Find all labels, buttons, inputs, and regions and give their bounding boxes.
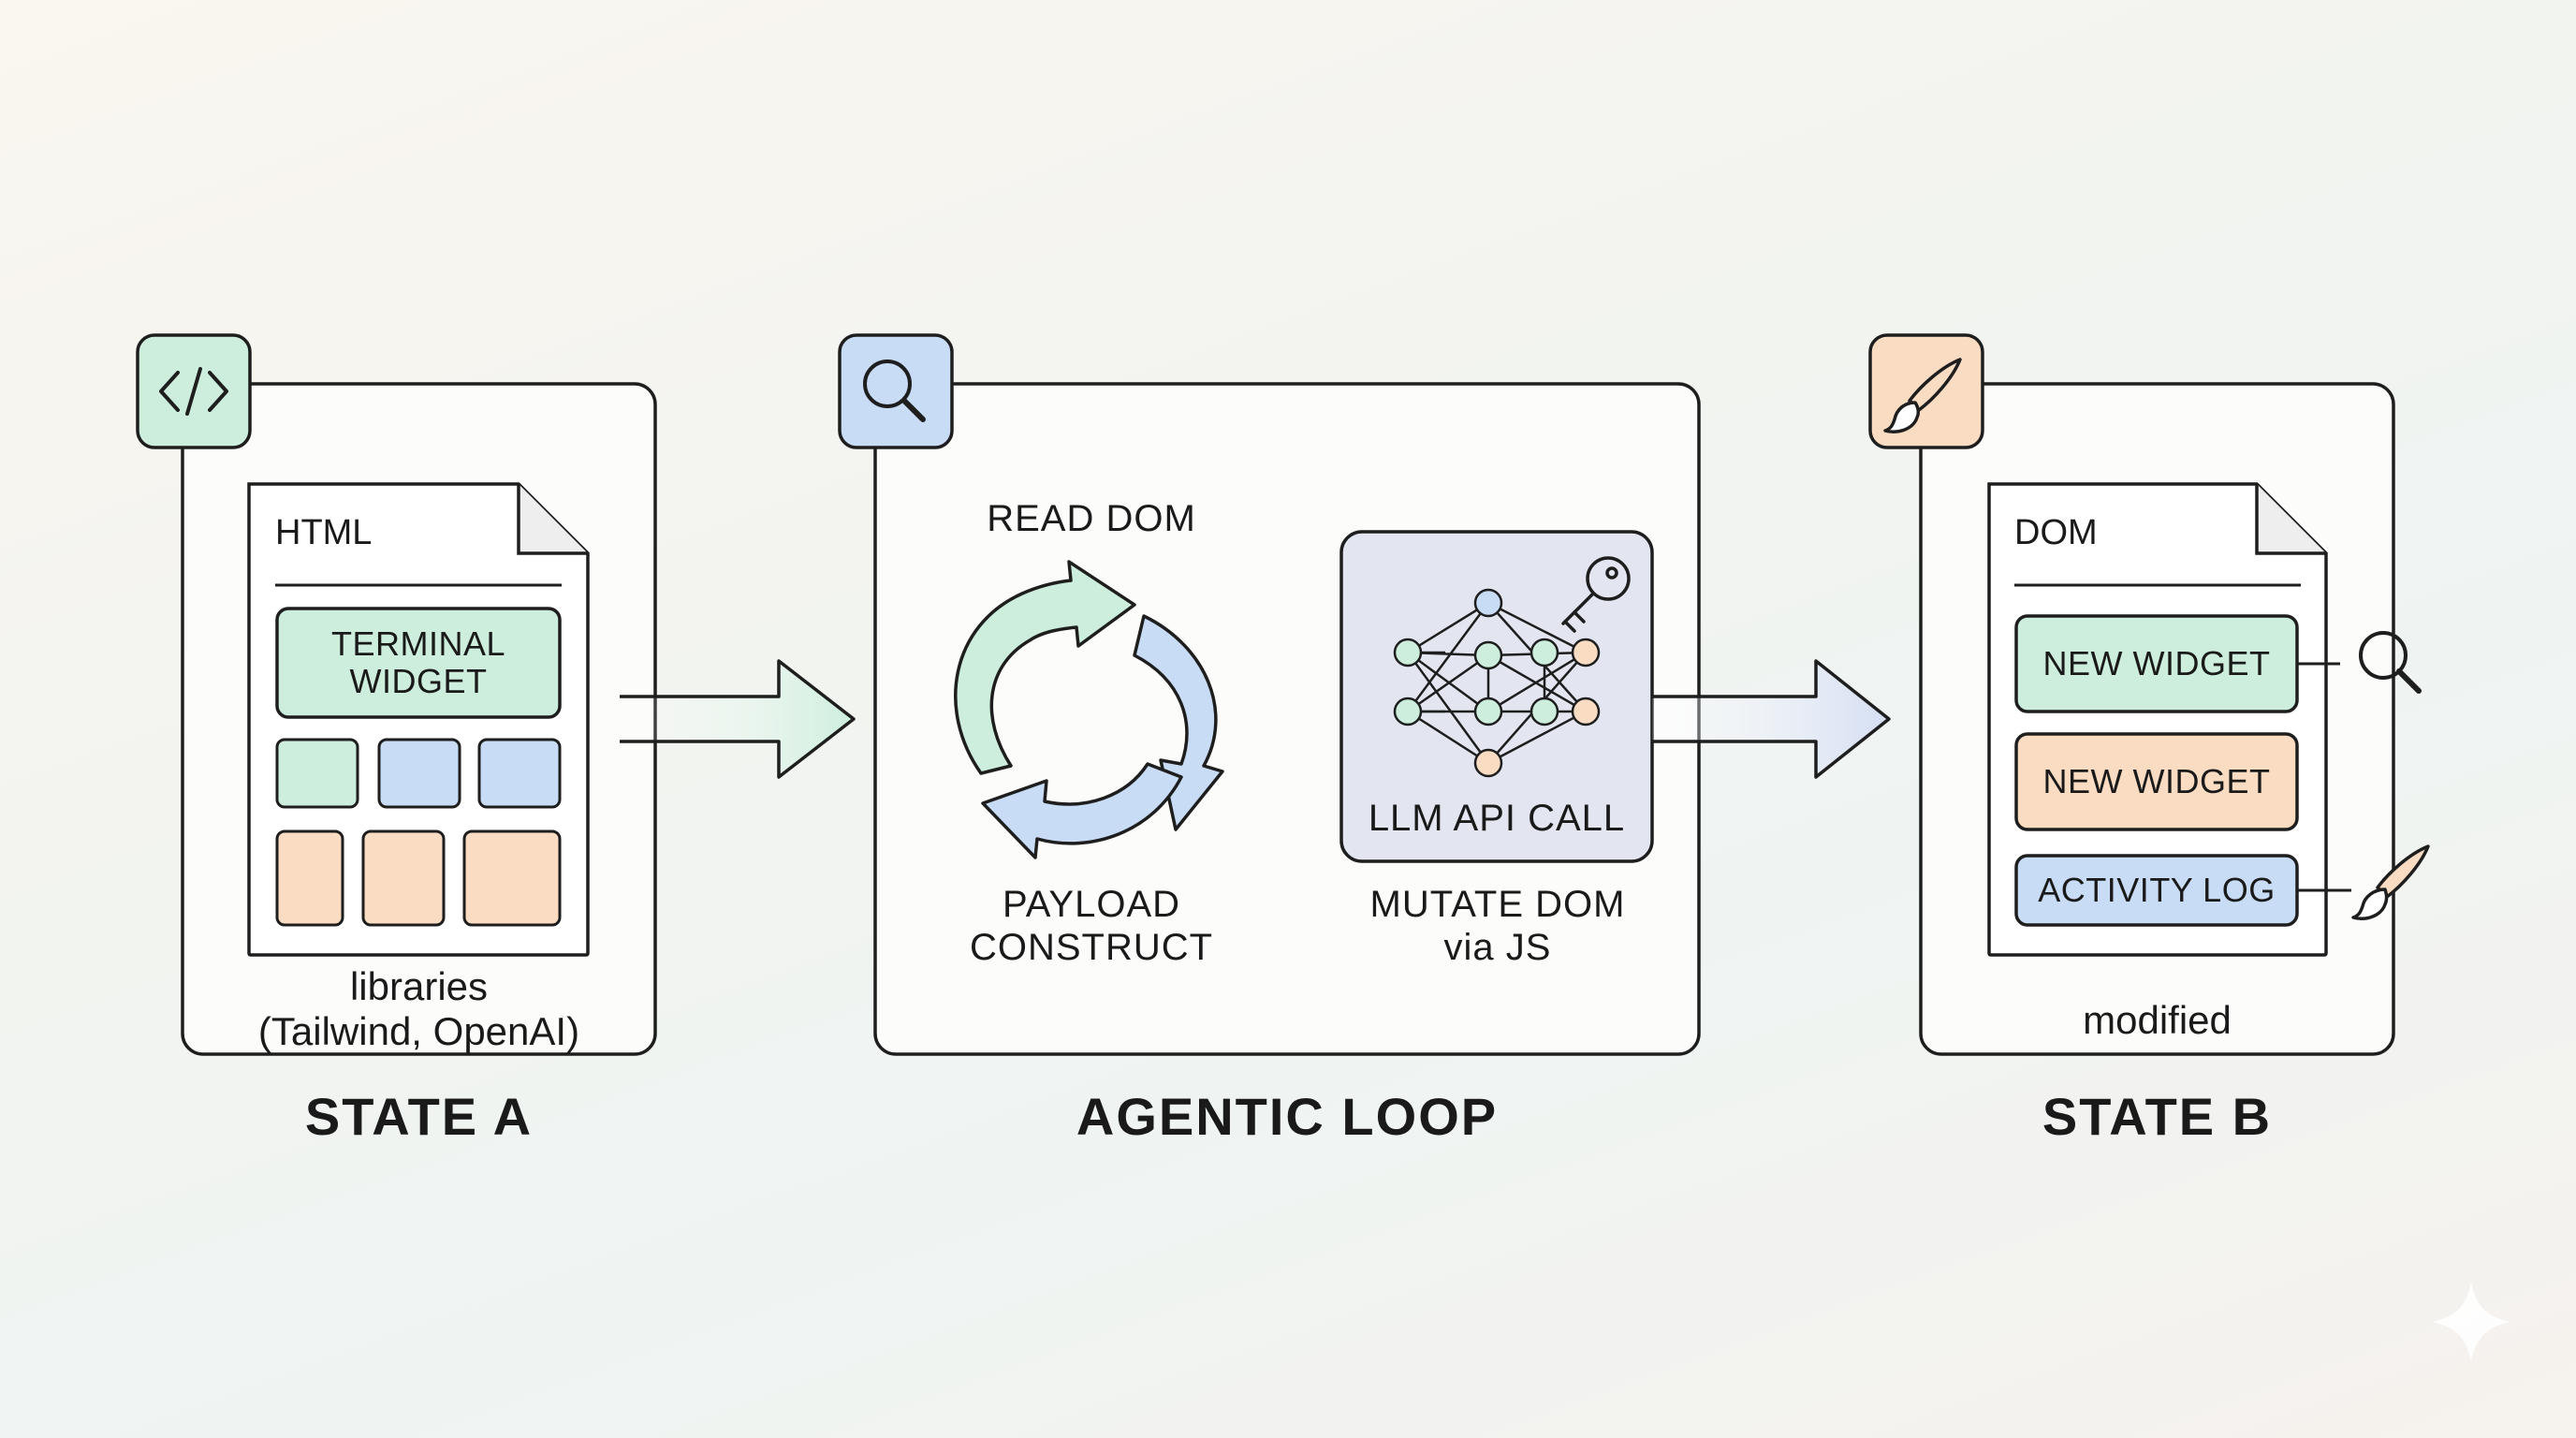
terminal-widget-line2: WIDGET	[349, 662, 488, 700]
flow-arrow-loop-to-b	[1652, 659, 1891, 779]
mutate-line2: via JS	[1443, 927, 1552, 968]
inspect-magnifier-icon	[2359, 631, 2422, 694]
small-block	[275, 829, 344, 927]
flow-arrow-a-to-loop	[620, 659, 856, 779]
new-widget-block-2	[2014, 732, 2299, 831]
key-icon	[1561, 556, 1631, 633]
modified-label: modified	[2083, 998, 2232, 1042]
cycle-arrows-icon	[954, 560, 1224, 859]
agentic-loop-title: AGENTIC LOOP	[1076, 1087, 1499, 1146]
terminal-widget-line1: TERMINAL	[330, 624, 506, 663]
neural-network-icon	[1393, 588, 1601, 778]
libraries-line1: libraries	[349, 964, 489, 1008]
activity-log-label: ACTIVITY LOG	[2038, 871, 2276, 909]
state-b-panel	[1919, 382, 2395, 1056]
new-widget-label-1: NEW WIDGET	[2042, 644, 2271, 682]
mutate-line1: MUTATE DOM	[1369, 884, 1626, 925]
libraries-label: libraries (Tailwind, OpenAI)	[183, 964, 655, 1054]
terminal-widget-label: TERMINAL WIDGET	[277, 625, 560, 700]
small-block	[477, 738, 562, 809]
read-dom-label: READ DOM	[987, 498, 1196, 539]
payload-construct-label: PAYLOAD CONSTRUCT	[904, 883, 1279, 969]
new-widget-label-2: NEW WIDGET	[2042, 762, 2271, 800]
state-a-panel	[181, 382, 657, 1056]
mutate-dom-label: MUTATE DOM via JS	[1310, 883, 1685, 969]
magnifier-icon	[838, 333, 954, 449]
small-block	[361, 829, 446, 927]
state-a-title: STATE A	[304, 1087, 534, 1146]
llm-api-call-label: LLM API CALL	[1368, 798, 1626, 839]
code-brackets-icon	[136, 333, 252, 449]
small-block	[462, 829, 562, 927]
edit-paintbrush-icon	[2351, 844, 2430, 920]
paintbrush-icon	[1868, 333, 1984, 449]
payload-line2: CONSTRUCT	[969, 927, 1214, 968]
small-block	[275, 738, 359, 809]
sparkle-icon	[2432, 1283, 2510, 1361]
state-b-title: STATE B	[2042, 1087, 2273, 1146]
terminal-widget-block	[275, 607, 562, 719]
dom-doc-header: DOM	[2014, 513, 2098, 552]
dom-document	[1987, 482, 2328, 957]
html-doc-header: HTML	[275, 513, 373, 552]
libraries-line2: (Tailwind, OpenAI)	[257, 1009, 580, 1053]
small-block	[377, 738, 461, 809]
payload-line1: PAYLOAD	[1002, 884, 1181, 925]
